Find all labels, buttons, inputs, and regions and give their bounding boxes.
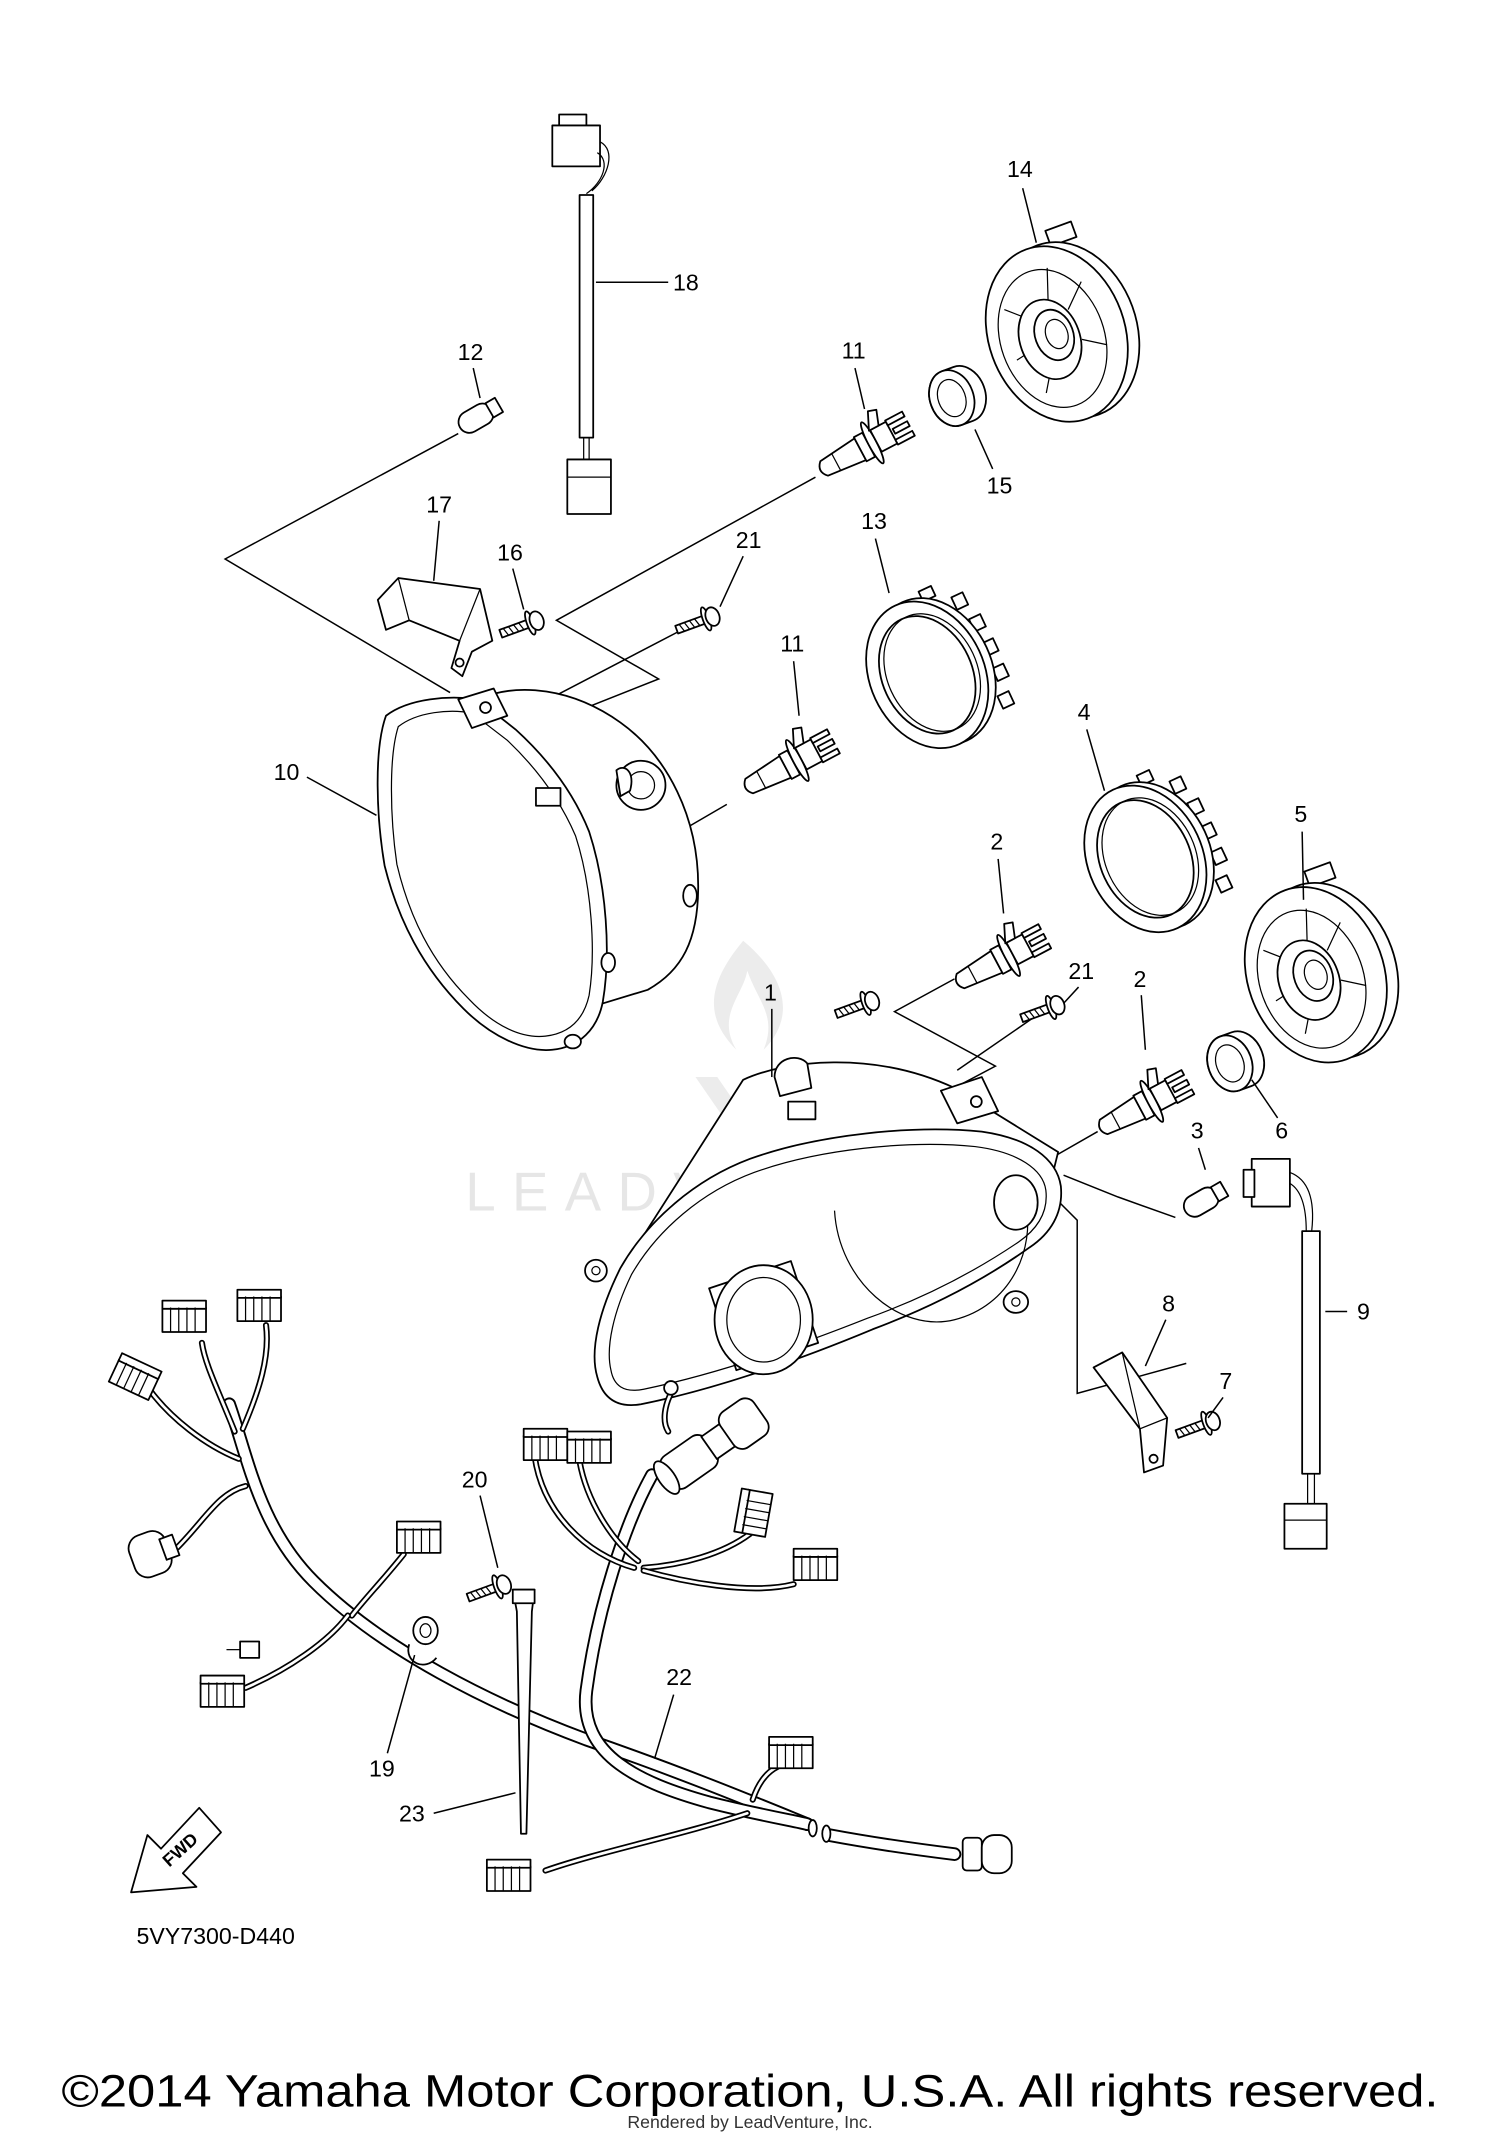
callout-label: 17: [426, 492, 452, 518]
callout-label: 3: [1191, 1117, 1204, 1143]
callout-label: 4: [1078, 699, 1091, 725]
position-bulb-3: [1178, 1178, 1231, 1222]
forward-arrow-icon: FWD: [130, 1806, 222, 1894]
callout-label: 16: [497, 539, 523, 565]
cable-tie-23: [511, 1588, 536, 1835]
callout-label: 7: [1219, 1368, 1232, 1394]
callout-label: 12: [458, 339, 484, 365]
bulb-11-upper: [805, 396, 921, 492]
ring-13: [841, 570, 1029, 770]
bulb-11-lower: [730, 713, 846, 810]
callout-label: 6: [1275, 1117, 1288, 1143]
bulb-2-left: [941, 908, 1057, 1005]
callout-label: 8: [1162, 1291, 1175, 1317]
callout-label: 11: [842, 338, 866, 364]
callout-label: 5: [1294, 801, 1307, 827]
callout-label: 1: [764, 980, 777, 1006]
bracket-17: [376, 577, 494, 678]
bulb-2-right: [1085, 1054, 1200, 1151]
callout-label: 10: [274, 759, 300, 785]
position-bulb-12: [453, 394, 506, 438]
callout-label: 14: [1007, 156, 1033, 182]
collar-6: [1198, 1023, 1273, 1099]
callout-label: 15: [987, 473, 1013, 499]
clamp-19: [407, 1616, 439, 1666]
screw-16: [495, 605, 549, 647]
diagram-code: 5VY7300-D440: [136, 1923, 294, 1949]
callout-label: 11: [780, 631, 804, 657]
callout-label: 13: [861, 508, 887, 534]
callout-leaders: [306, 187, 1348, 1814]
callout-label: 22: [666, 1664, 692, 1690]
screw-20: [462, 1569, 516, 1611]
callout-label: 18: [673, 269, 699, 295]
screw-7: [1171, 1406, 1225, 1447]
callout-label: 9: [1357, 1299, 1370, 1325]
callout-label: 2: [1133, 966, 1146, 992]
collar-15: [920, 358, 995, 434]
headlight-cover-14: [957, 210, 1165, 443]
headlight-assembly-10: [376, 687, 700, 1051]
screw-21-upper: [671, 601, 725, 643]
sub-lead-9: [1242, 1157, 1328, 1550]
screw-21-lower-a: [831, 986, 884, 1027]
rendered-by-notice: Rendered by LeadVenture, Inc.: [627, 2112, 872, 2132]
callout-label: 23: [399, 1800, 425, 1826]
callout-label: 2: [990, 828, 1003, 854]
callout-labels: 14 18 12 11 15 17 16 21 13 11 10 4 5 2 2…: [274, 156, 1370, 1826]
headlight-assembly-1: [584, 1057, 1063, 1406]
bracket-8: [1092, 1351, 1169, 1474]
callout-label: 21: [736, 527, 762, 553]
callout-label: 20: [462, 1466, 488, 1492]
wire-harness-22: [107, 1288, 1013, 1892]
sub-lead-18: [551, 113, 612, 515]
copyright-notice: ©2014 Yamaha Motor Corporation, U.S.A. A…: [62, 2065, 1439, 2116]
callout-label: 19: [369, 1755, 395, 1781]
ring-4: [1059, 754, 1247, 954]
callout-label: 21: [1068, 958, 1094, 984]
